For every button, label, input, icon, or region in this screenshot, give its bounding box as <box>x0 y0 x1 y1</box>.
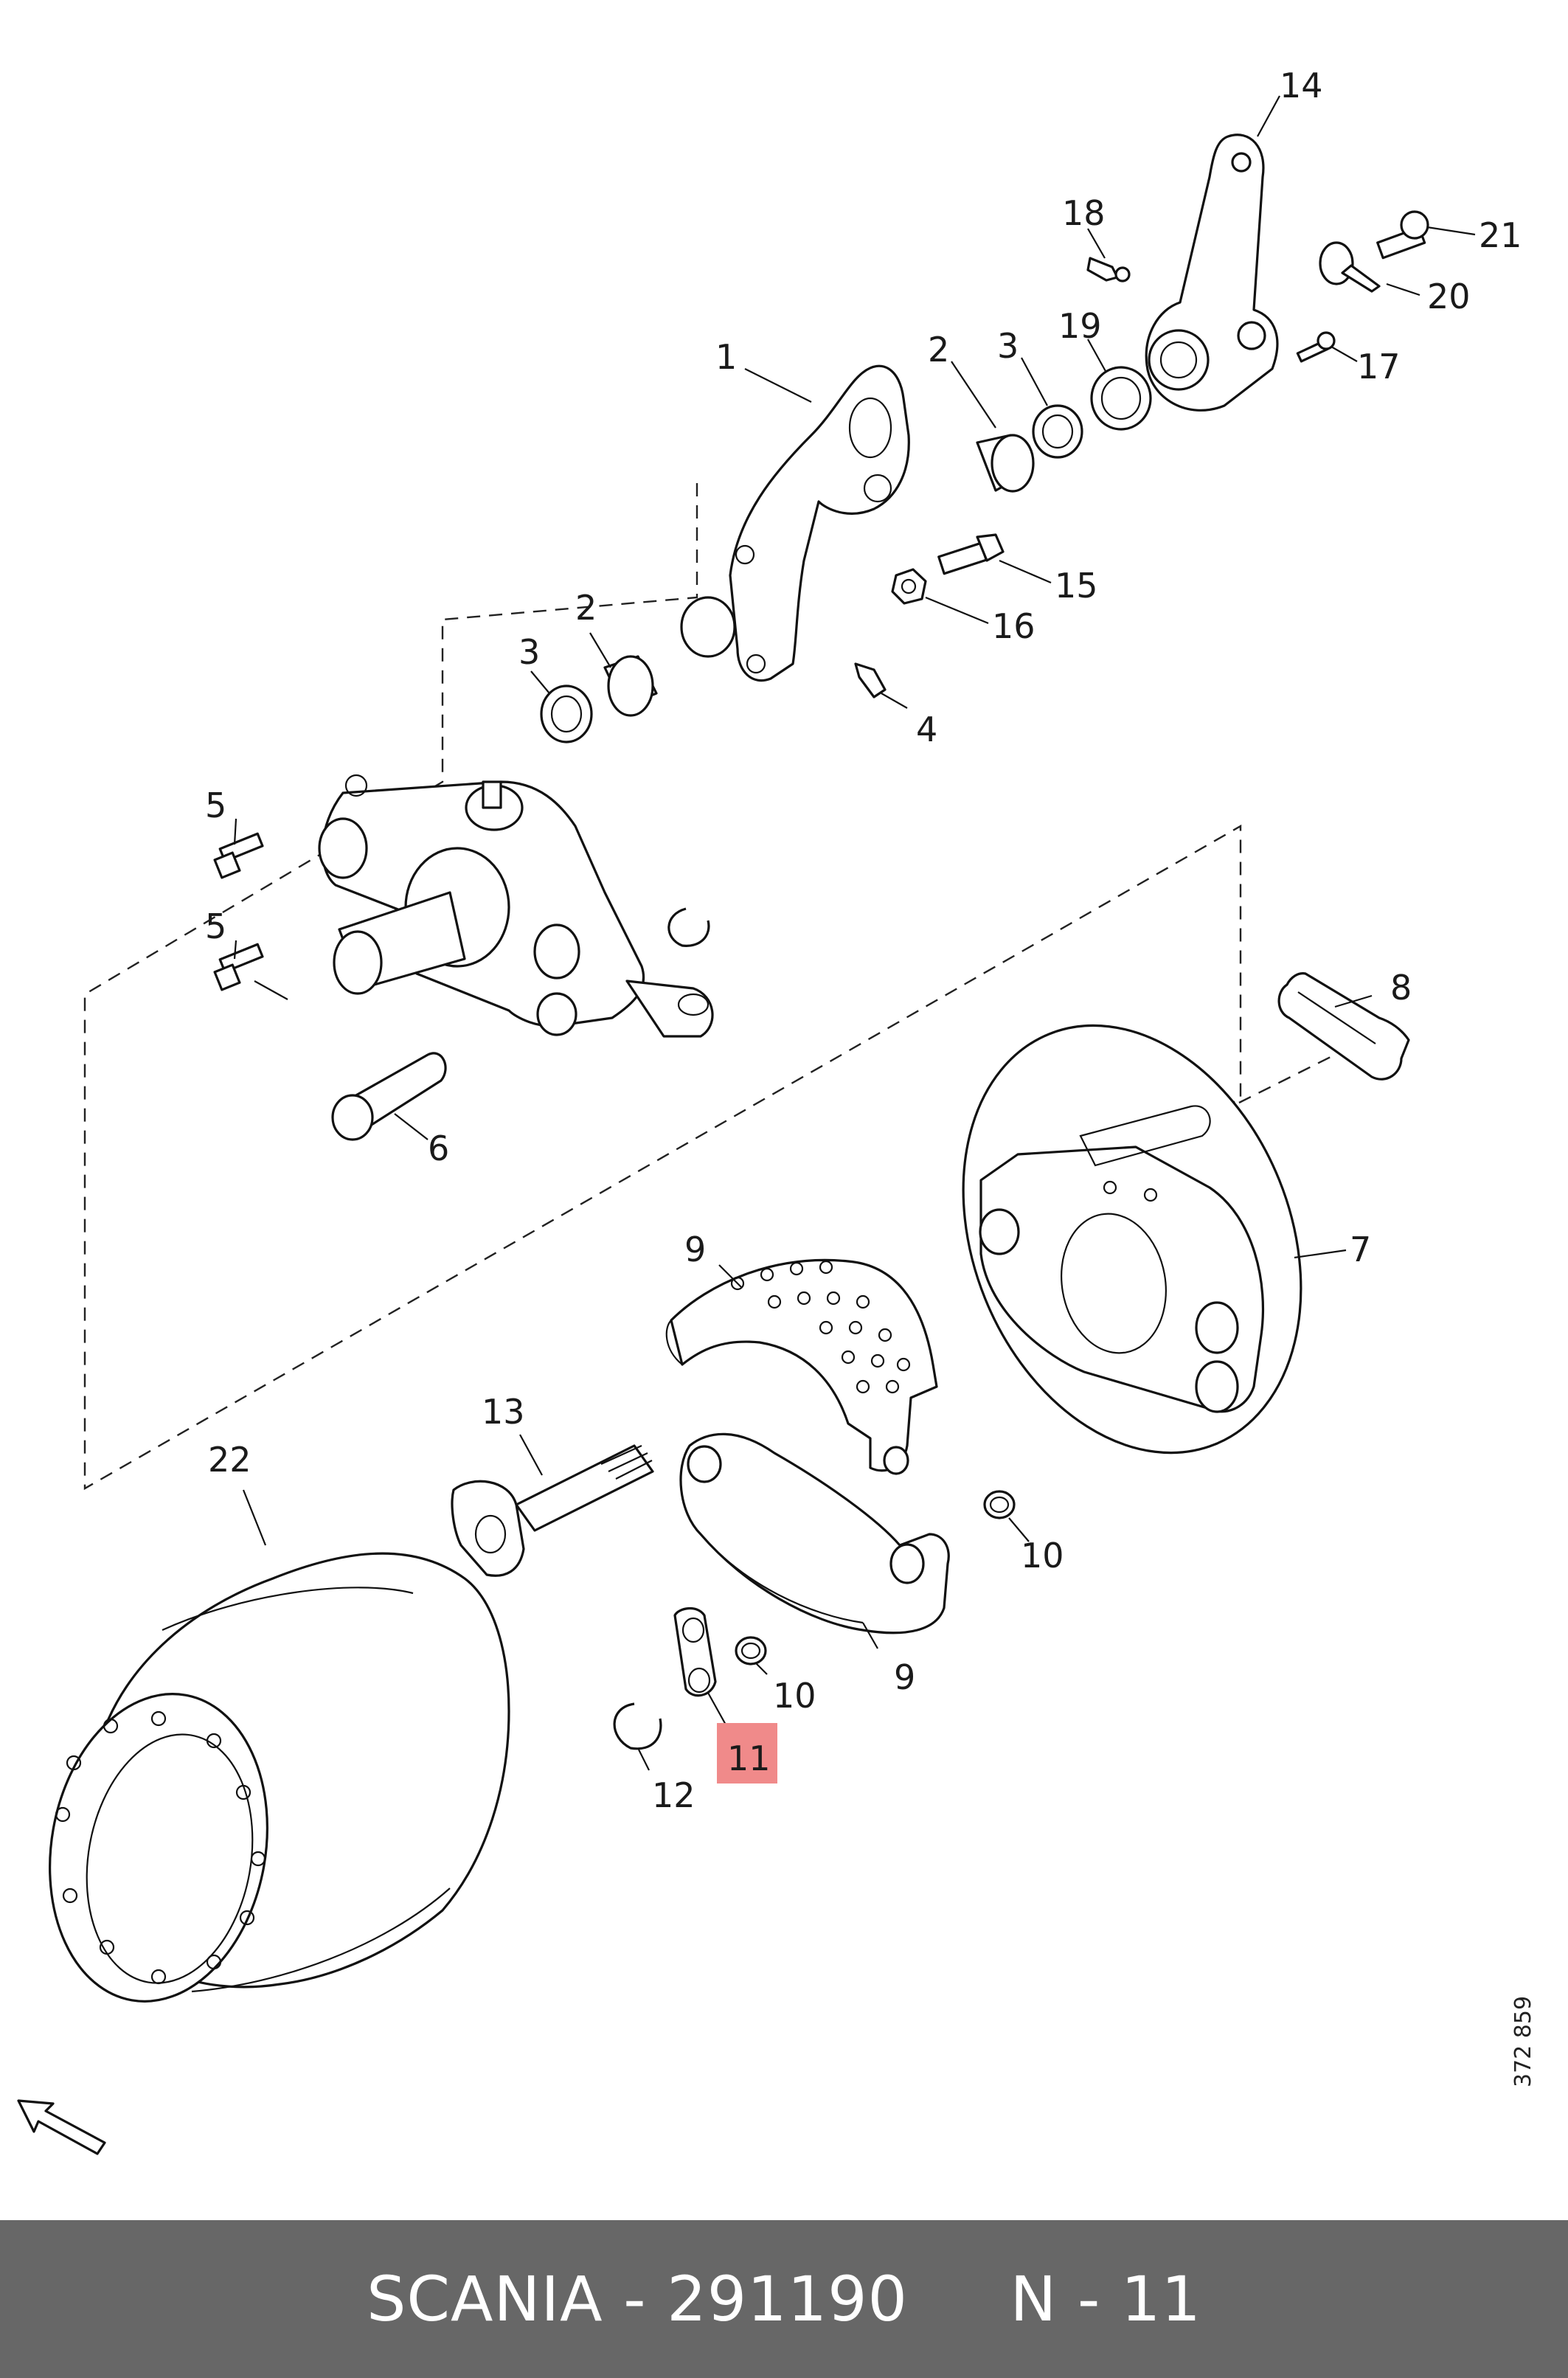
part-9-brake-shoe-upper <box>665 1258 938 1475</box>
part-19-bush <box>1090 366 1152 431</box>
part-3-seal-upper <box>1032 404 1083 459</box>
highlight-box-11 <box>717 1723 777 1784</box>
callout-9b: 9 <box>894 1657 915 1697</box>
callout-1: 1 <box>715 337 737 377</box>
callout-14: 14 <box>1280 66 1323 105</box>
part-21-bolt <box>1376 210 1429 260</box>
leader-lines <box>233 95 1476 1771</box>
part-15-bolt <box>937 533 1005 575</box>
part-6-pin <box>331 1052 447 1141</box>
callout-18: 18 <box>1062 193 1106 233</box>
callout-4: 4 <box>916 710 937 749</box>
part-10-oring-left <box>735 1636 767 1665</box>
part-5-bolt-upper <box>213 832 264 879</box>
part-20-bracket <box>1319 241 1381 293</box>
callout-2: 2 <box>928 330 949 370</box>
callout-11: 11 <box>727 1739 771 1778</box>
callout-21: 21 <box>1479 215 1522 255</box>
callout-5: 5 <box>205 786 226 825</box>
footer-part-text: SCANIA - 291190 N - 11 <box>367 2263 1201 2335</box>
drawing-id: 372 859 <box>1510 1995 1536 2087</box>
part-22-brake-drum <box>49 1552 510 2003</box>
part-3-seal-lower <box>540 684 593 743</box>
part-16-nut <box>891 568 927 605</box>
callout-7: 7 <box>1350 1230 1371 1269</box>
callout-3b: 3 <box>518 632 540 672</box>
callout-13: 13 <box>482 1392 525 1432</box>
steering-knuckle <box>318 774 714 1038</box>
part-11-link-plate <box>673 1607 717 1697</box>
callout-20: 20 <box>1427 277 1471 316</box>
part-9-brake-shoe-lower <box>679 1432 950 1635</box>
part-1-brake-bracket <box>680 364 910 682</box>
callout-10: 10 <box>1021 1536 1064 1575</box>
part-14-slack-adjuster <box>1145 134 1279 412</box>
callout-5b: 5 <box>205 907 226 946</box>
callout-17: 17 <box>1357 347 1401 386</box>
direction-arrow-icon <box>17 2099 106 2155</box>
callout-19: 19 <box>1058 306 1102 346</box>
callout-15: 15 <box>1055 566 1098 606</box>
part-17-screw <box>1296 331 1336 363</box>
footer-bar: SCANIA - 291190 N - 11 <box>0 2220 1568 2378</box>
part-2-bush-lower <box>603 655 658 717</box>
callout-8: 8 <box>1390 968 1412 1008</box>
callout-22: 22 <box>208 1440 251 1480</box>
part-8-cover <box>1277 972 1410 1081</box>
callout-16: 16 <box>992 606 1035 646</box>
callout-6: 6 <box>428 1129 449 1168</box>
callout-12: 12 <box>652 1775 695 1815</box>
part-5-bolt-lower <box>213 943 264 991</box>
part-13-camshaft <box>451 1444 654 1577</box>
callout-2b: 2 <box>575 588 597 628</box>
callout-labels: 1 2 3 19 14 18 21 20 17 15 16 4 2 3 5 5 … <box>205 66 1522 1815</box>
part-18-grease-nipple <box>1086 257 1131 282</box>
assembly-guide-lines <box>83 483 1350 1491</box>
part-12-circlip <box>613 1702 662 1750</box>
callout-3: 3 <box>997 326 1019 366</box>
part-7-backing-plate <box>962 1024 1302 1455</box>
part-2-bush-upper <box>976 434 1035 493</box>
part-10-oring-right <box>983 1490 1016 1519</box>
exploded-parts-diagram: 1 2 3 19 14 18 21 20 17 15 16 4 2 3 5 5 … <box>17 66 1522 2155</box>
part-4-plug <box>854 662 887 699</box>
drum-bolt-holes <box>55 1710 266 1985</box>
callout-10b: 10 <box>773 1676 816 1716</box>
part-circlip <box>667 907 710 947</box>
shoe-rivets <box>730 1260 911 1394</box>
callout-9: 9 <box>684 1230 706 1269</box>
